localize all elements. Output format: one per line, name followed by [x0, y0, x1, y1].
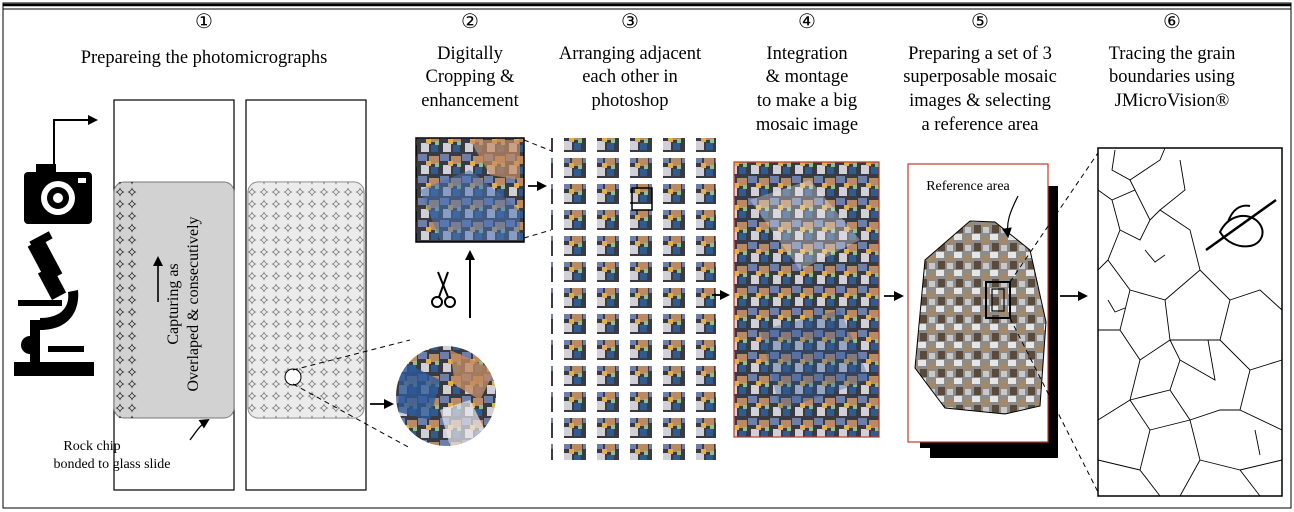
step-4-title-line-3: to make a big [757, 91, 857, 111]
rock-chip-label-line-2: bonded to glass slide [53, 457, 170, 472]
camera-arrow [53, 115, 98, 164]
big-mosaic-image [733, 161, 880, 438]
step-3-title-line-3: photoshop [591, 91, 668, 111]
step-1-title: Prepareing the photomicrographs [81, 48, 328, 68]
step-6-title-line-2: boundaries using [1109, 67, 1235, 87]
step-6-title-line-3: JMicroVision® [1115, 91, 1230, 111]
capturing-label-line-1: Capturing as [165, 263, 182, 344]
step-6-title-line-1: Tracing the grain [1109, 44, 1236, 64]
step-2-title-line-2: Cropping & [426, 67, 516, 87]
microscope-icon [14, 231, 94, 376]
step-5-title-line-3: images & selecting [909, 91, 1051, 111]
rock-chip-2-grid [247, 181, 365, 419]
step-2-title-line-1: Digitally [437, 44, 504, 64]
scissors-icon [431, 271, 456, 308]
reference-pointer [1001, 195, 1019, 238]
step-2-number: ② [461, 11, 479, 33]
reference-area-label: Reference area [926, 179, 1010, 194]
reference-box [985, 281, 1011, 319]
step-6-number: ⑥ [1163, 11, 1181, 33]
grain-boundaries [1097, 147, 1283, 497]
step-5-title-line-1: Preparing a set of 3 [908, 44, 1052, 64]
step-3-title-line-2: each other in [582, 67, 678, 87]
hand-drawing-icon [1205, 198, 1277, 252]
reference-area-polygon [914, 220, 1047, 415]
camera-icon [24, 164, 92, 224]
selected-frame [284, 368, 302, 386]
rock-chip-pointer [189, 418, 210, 441]
highlighted-tile [631, 187, 653, 211]
step-4-title-line-2: & montage [766, 67, 849, 87]
step-1-number: ① [195, 11, 213, 33]
step-2-title-line-3: enhancement [421, 91, 519, 111]
step-4-title-line-1: Integration [766, 44, 847, 64]
step-5-title-line-2: superposable mosaic [903, 67, 1057, 87]
captured-column [114, 182, 138, 418]
grain-boundary-map [1097, 147, 1283, 497]
step-5-title-line-4: a reference area [921, 115, 1038, 135]
capturing-label-line-2: Overlaped & consecutively [185, 216, 202, 391]
step-3-title-line-1: Arranging adjacent [559, 44, 702, 64]
step-4-title-line-4: mosaic image [756, 115, 858, 135]
step-5-number: ⑤ [971, 11, 989, 33]
step-3-number: ③ [621, 11, 639, 33]
tile-grid [551, 138, 716, 460]
step-4-number: ④ [798, 11, 816, 33]
rock-chip-label-line-1: Rock chip [63, 439, 120, 454]
